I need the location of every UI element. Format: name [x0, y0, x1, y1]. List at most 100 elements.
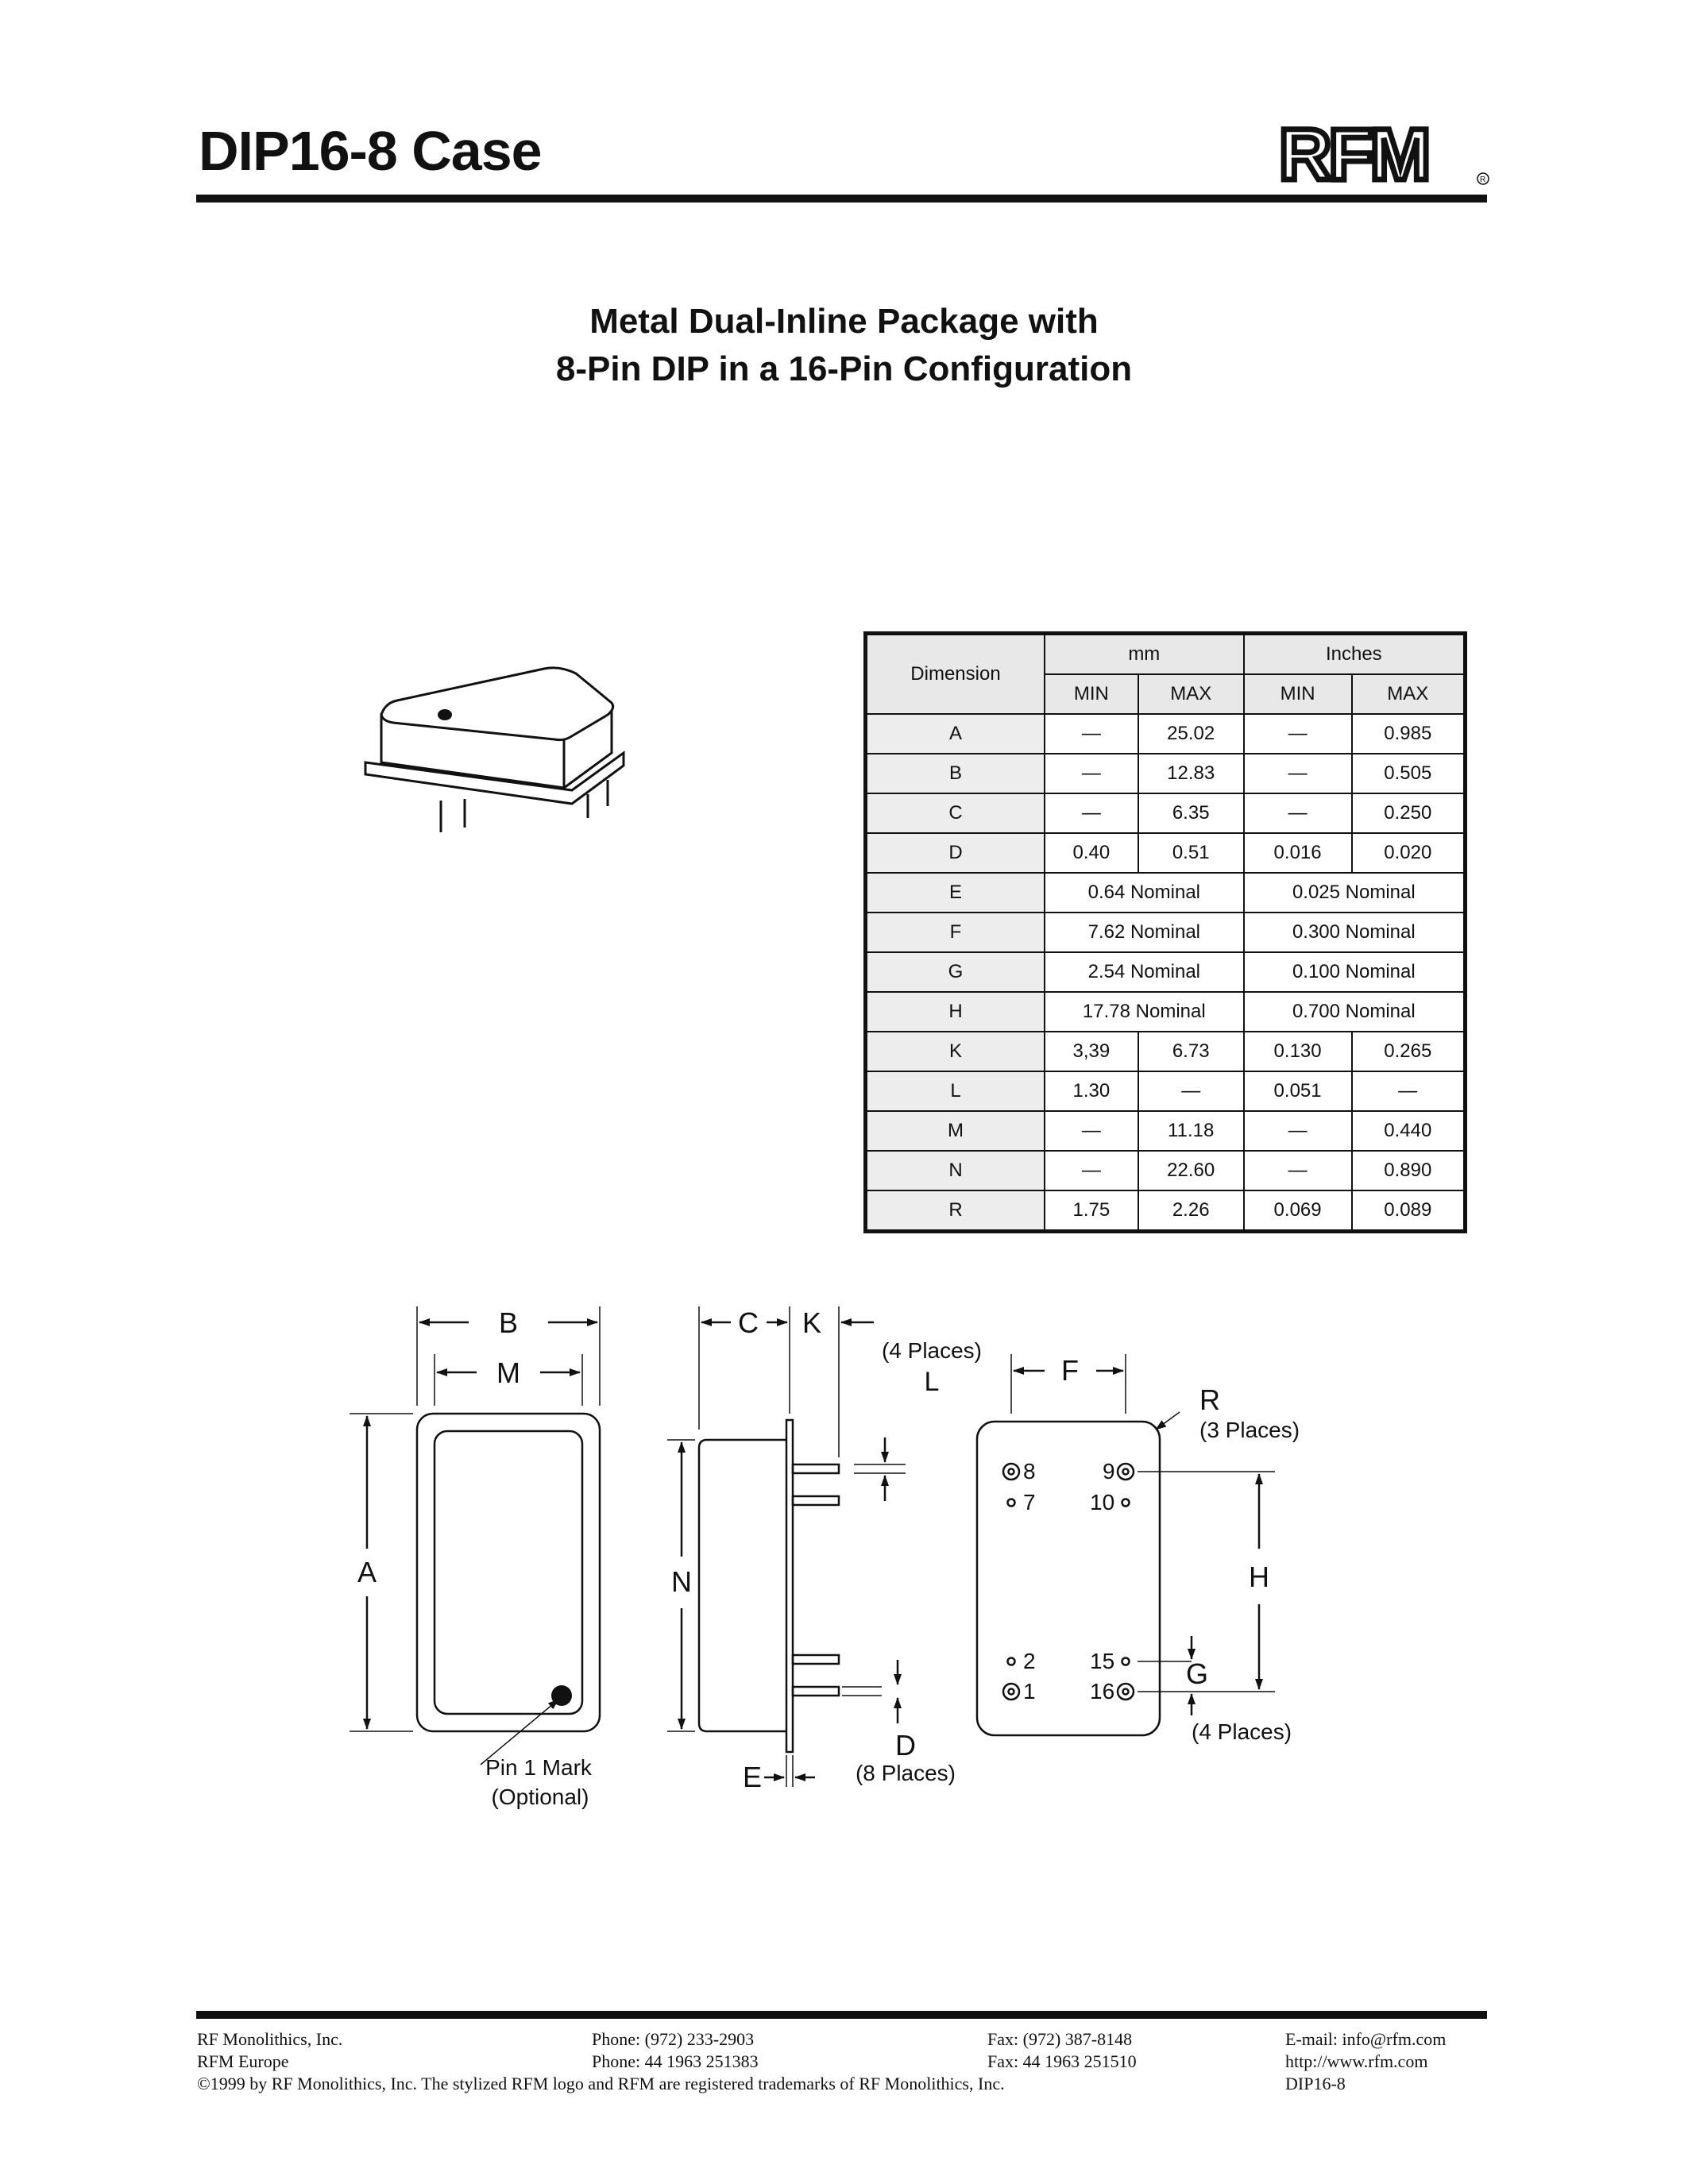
pin1-mark-label: Pin 1 Mark: [485, 1755, 593, 1780]
pin-number: 10: [1090, 1490, 1114, 1515]
mm-nominal: 7.62 Nominal: [1043, 912, 1245, 953]
document-title: DIP16-8 Case: [199, 120, 543, 182]
label-F: F: [1061, 1354, 1079, 1387]
table-row: L 1.30 — 0.051 —: [864, 1071, 1466, 1112]
label-A: A: [357, 1556, 377, 1588]
top-view-outline: [415, 1412, 601, 1733]
table-row: N — 22.60 — 0.890: [864, 1150, 1466, 1191]
pin-circles: [1002, 1462, 1135, 1701]
table-row: K 3,39 6.73 0.130 0.265: [864, 1031, 1466, 1072]
dim-label: R: [864, 1190, 1045, 1233]
l-places-label: (4 Places): [882, 1338, 982, 1363]
table-row: A — 25.02 — 0.985: [864, 713, 1466, 754]
dim-label: A: [864, 713, 1045, 754]
label-C: C: [738, 1306, 759, 1339]
table-row: C — 6.35 — 0.250: [864, 793, 1466, 834]
label-D: D: [895, 1729, 916, 1761]
in-max: 0.985: [1350, 713, 1466, 754]
g-places-label: (4 Places): [1192, 1719, 1292, 1744]
label-H: H: [1249, 1561, 1269, 1593]
dim-label: D: [864, 832, 1045, 874]
table-row: D 0.40 0.51 0.016 0.020: [864, 832, 1466, 874]
bottom-view-outline: [975, 1420, 1161, 1737]
table-row: M — 11.18 — 0.440: [864, 1110, 1466, 1152]
footer-fax-eu: Fax: 44 1963 251510: [987, 2051, 1137, 2071]
label-R: R: [1199, 1383, 1220, 1416]
footer-email: E-mail: info@rfm.com: [1285, 2029, 1447, 2049]
mm-min: 3,39: [1043, 1031, 1139, 1072]
pin-number: 7: [1023, 1490, 1036, 1515]
label-K: K: [802, 1306, 821, 1339]
dim-label: B: [864, 753, 1045, 794]
table-row: H 17.78 Nominal 0.700 Nominal: [864, 991, 1466, 1032]
top-view-lid: [433, 1430, 584, 1715]
dim-label: L: [864, 1071, 1045, 1112]
dim-label: E: [864, 872, 1045, 913]
d-places-label: (8 Places): [856, 1761, 956, 1785]
in-max: 0.505: [1350, 753, 1466, 794]
footer-doc-id: DIP16-8: [1285, 2074, 1346, 2093]
pin-number: 8: [1023, 1459, 1036, 1484]
table-row: G 2.54 Nominal 0.100 Nominal: [864, 951, 1466, 993]
label-B: B: [499, 1306, 518, 1339]
in-min: —: [1242, 1150, 1353, 1191]
mm-max: 6.73: [1137, 1031, 1245, 1072]
label-M: M: [496, 1356, 520, 1389]
dim-label: N: [864, 1150, 1045, 1191]
mm-min: —: [1043, 793, 1139, 834]
label-N: N: [671, 1565, 692, 1598]
side-view-body: [697, 1438, 786, 1733]
label-L: L: [925, 1367, 940, 1397]
footer-europe: RFM Europe: [197, 2051, 289, 2071]
in-nominal: 0.025 Nominal: [1242, 872, 1466, 913]
mm-min: —: [1043, 713, 1139, 754]
mm-max: 6.35: [1137, 793, 1245, 834]
r-places-label: (3 Places): [1199, 1418, 1300, 1442]
mm-min: —: [1043, 753, 1139, 794]
mm-nominal: 0.64 Nominal: [1043, 872, 1245, 913]
footer-fax-us: Fax: (972) 387-8148: [987, 2029, 1133, 2049]
table-row: R 1.75 2.26 0.069 0.089: [864, 1190, 1466, 1233]
mm-min-header: MIN: [1043, 673, 1139, 715]
dim-label: F: [864, 912, 1045, 953]
in-min: —: [1242, 793, 1353, 834]
table-row: E 0.64 Nominal 0.025 Nominal: [864, 872, 1466, 913]
pin-number: 15: [1090, 1649, 1114, 1673]
table-row: B — 12.83 — 0.505: [864, 753, 1466, 794]
pin-number: 1: [1023, 1679, 1036, 1704]
pin-number: 9: [1103, 1459, 1115, 1484]
dimension-header: Dimension: [864, 632, 1045, 715]
dim-label: C: [864, 793, 1045, 834]
in-min: 0.051: [1242, 1071, 1353, 1112]
rfm-logo: RFM R: [1279, 119, 1489, 187]
in-max: —: [1350, 1071, 1466, 1112]
table-row: F 7.62 Nominal 0.300 Nominal: [864, 912, 1466, 953]
in-max: 0.890: [1350, 1150, 1466, 1191]
side-view-pins: [791, 1463, 840, 1697]
pin1-mark: [551, 1685, 572, 1706]
mm-max: —: [1137, 1071, 1245, 1112]
in-max-header: MAX: [1350, 673, 1466, 715]
mm-min: —: [1043, 1150, 1139, 1191]
footer-phone-us: Phone: (972) 233-2903: [592, 2029, 755, 2049]
pin-number: 2: [1023, 1649, 1036, 1673]
inches-header: Inches: [1242, 632, 1466, 675]
in-min: 0.130: [1242, 1031, 1353, 1072]
dimension-table: Dimension mm Inches MIN MAX MIN MAX A — …: [863, 631, 1467, 1233]
mm-max: 12.83: [1137, 753, 1245, 794]
in-max: 0.250: [1350, 793, 1466, 834]
footer-website: http://www.rfm.com: [1285, 2051, 1428, 2071]
in-max: 0.089: [1350, 1190, 1466, 1233]
footer-company: RF Monolithics, Inc.: [197, 2029, 343, 2049]
mm-header: mm: [1043, 632, 1245, 675]
logo-text: RFM: [1279, 119, 1427, 187]
side-view-flange: [785, 1418, 794, 1754]
subtitle-line-1: Metal Dual-Inline Package with: [589, 302, 1099, 341]
in-max: 0.440: [1350, 1110, 1466, 1152]
mechanical-drawings: B M A C K N E D L F R H G Pin 1 Mark (Op…: [350, 1306, 1300, 1809]
dim-label: H: [864, 991, 1045, 1032]
mm-min: 1.30: [1043, 1071, 1139, 1112]
in-nominal: 0.100 Nominal: [1242, 951, 1466, 993]
in-max: 0.020: [1350, 832, 1466, 874]
footer-copyright: ©1999 by RF Monolithics, Inc. The styliz…: [197, 2074, 1005, 2093]
